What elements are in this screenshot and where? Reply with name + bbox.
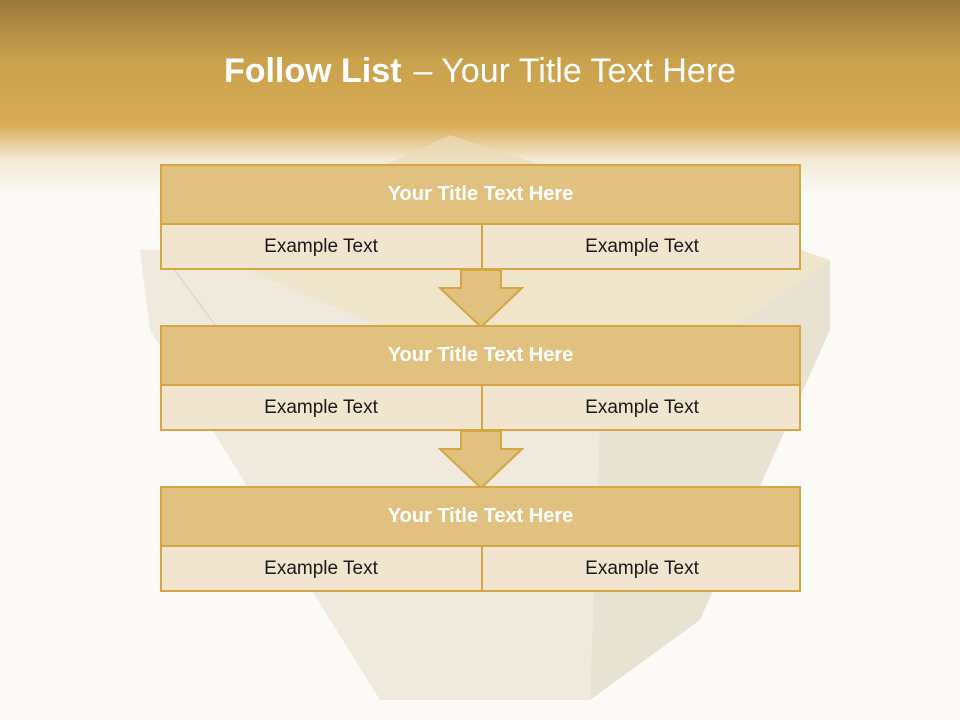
step-panel-3: Your Title Text Here Example Text Exampl… <box>160 486 801 592</box>
step-title: Your Title Text Here <box>162 166 799 225</box>
title-bold: Follow List <box>223 52 402 90</box>
down-arrow-icon <box>438 270 524 328</box>
step-text-left: Example Text <box>264 396 378 418</box>
step-title: Your Title Text Here <box>162 327 799 386</box>
page-title: Follow List – Your Title Text Here <box>0 52 960 91</box>
step-text-right: Example Text <box>481 547 801 590</box>
step-text-right: Example Text <box>481 225 801 268</box>
title-subtitle: – Your Title Text Here <box>413 52 737 90</box>
step-text-left: Example Text <box>264 235 378 257</box>
step-text-right: Example Text <box>481 386 801 429</box>
step-panel-1: Your Title Text Here Example Text Exampl… <box>160 164 801 270</box>
step-panel-2: Your Title Text Here Example Text Exampl… <box>160 325 801 431</box>
step-title: Your Title Text Here <box>162 488 799 547</box>
down-arrow-icon <box>438 431 524 489</box>
step-text-left: Example Text <box>264 557 378 579</box>
